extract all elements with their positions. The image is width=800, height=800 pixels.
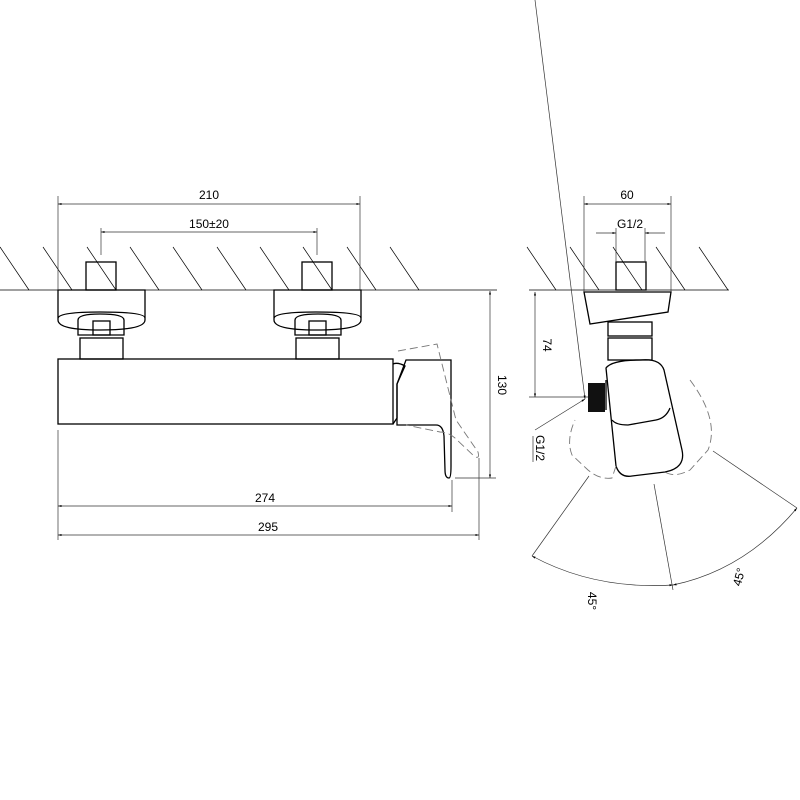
hatch-line bbox=[655, 246, 686, 291]
dim-60-label: 60 bbox=[620, 188, 634, 202]
dim-60: 60 bbox=[583, 188, 672, 292]
wall-hatching bbox=[0, 246, 497, 291]
dim-295: 295 bbox=[58, 458, 480, 540]
hatch-line bbox=[259, 246, 290, 291]
dim-210-label: 210 bbox=[199, 188, 219, 202]
lever-handle bbox=[392, 343, 479, 479]
dim-150: 150±20 bbox=[100, 217, 318, 255]
hatch-line bbox=[302, 246, 333, 291]
hatch-line bbox=[526, 246, 557, 291]
dim-inlet-thread: G1/2 bbox=[596, 217, 665, 262]
dim-130-label: 130 bbox=[495, 375, 509, 395]
hatch-line bbox=[172, 246, 203, 291]
dim-74: 74 bbox=[529, 292, 588, 398]
angle-right-label: 45° bbox=[730, 566, 748, 587]
hatch-line bbox=[0, 246, 30, 291]
mixer-body bbox=[57, 358, 394, 425]
hatch-line bbox=[569, 246, 600, 291]
angle-left-label: 45° bbox=[585, 592, 599, 610]
outlet-thread-label: G1/2 bbox=[533, 435, 547, 461]
left-eccentric-connector bbox=[57, 261, 146, 360]
dim-274-label: 274 bbox=[255, 491, 275, 505]
hatch-line bbox=[129, 246, 160, 291]
dim-inlet-thread-label: G1/2 bbox=[617, 217, 643, 231]
hatch-line bbox=[612, 246, 643, 291]
hatch-line bbox=[698, 246, 729, 291]
inlet-stub bbox=[615, 261, 647, 291]
dim-150-label: 150±20 bbox=[189, 217, 229, 231]
hatch-line bbox=[216, 246, 247, 291]
hatch-line bbox=[86, 246, 117, 291]
rotation-angle-dims: 45° 45° bbox=[531, 450, 798, 610]
hatch-line bbox=[389, 246, 420, 291]
hatch-line bbox=[42, 246, 73, 291]
outlet-thread-callout: G1/2 bbox=[532, 0, 586, 462]
dim-274: 274 bbox=[57, 430, 453, 540]
dim-74-label: 74 bbox=[540, 338, 554, 352]
dim-130: 130 bbox=[455, 291, 509, 479]
outlet-thread bbox=[588, 383, 605, 412]
dim-295-label: 295 bbox=[258, 520, 278, 534]
front-view: 210 150±20 274 295 130 bbox=[0, 188, 509, 540]
dim-210: 210 bbox=[57, 188, 361, 290]
right-eccentric-connector bbox=[273, 261, 362, 360]
mixer-body-side bbox=[605, 359, 684, 477]
wall-hatching-side bbox=[526, 246, 729, 291]
side-view: 60 G1/2 74 G1/2 45° 45° bbox=[526, 0, 798, 610]
wall-flange bbox=[583, 291, 672, 325]
hatch-line bbox=[346, 246, 377, 291]
